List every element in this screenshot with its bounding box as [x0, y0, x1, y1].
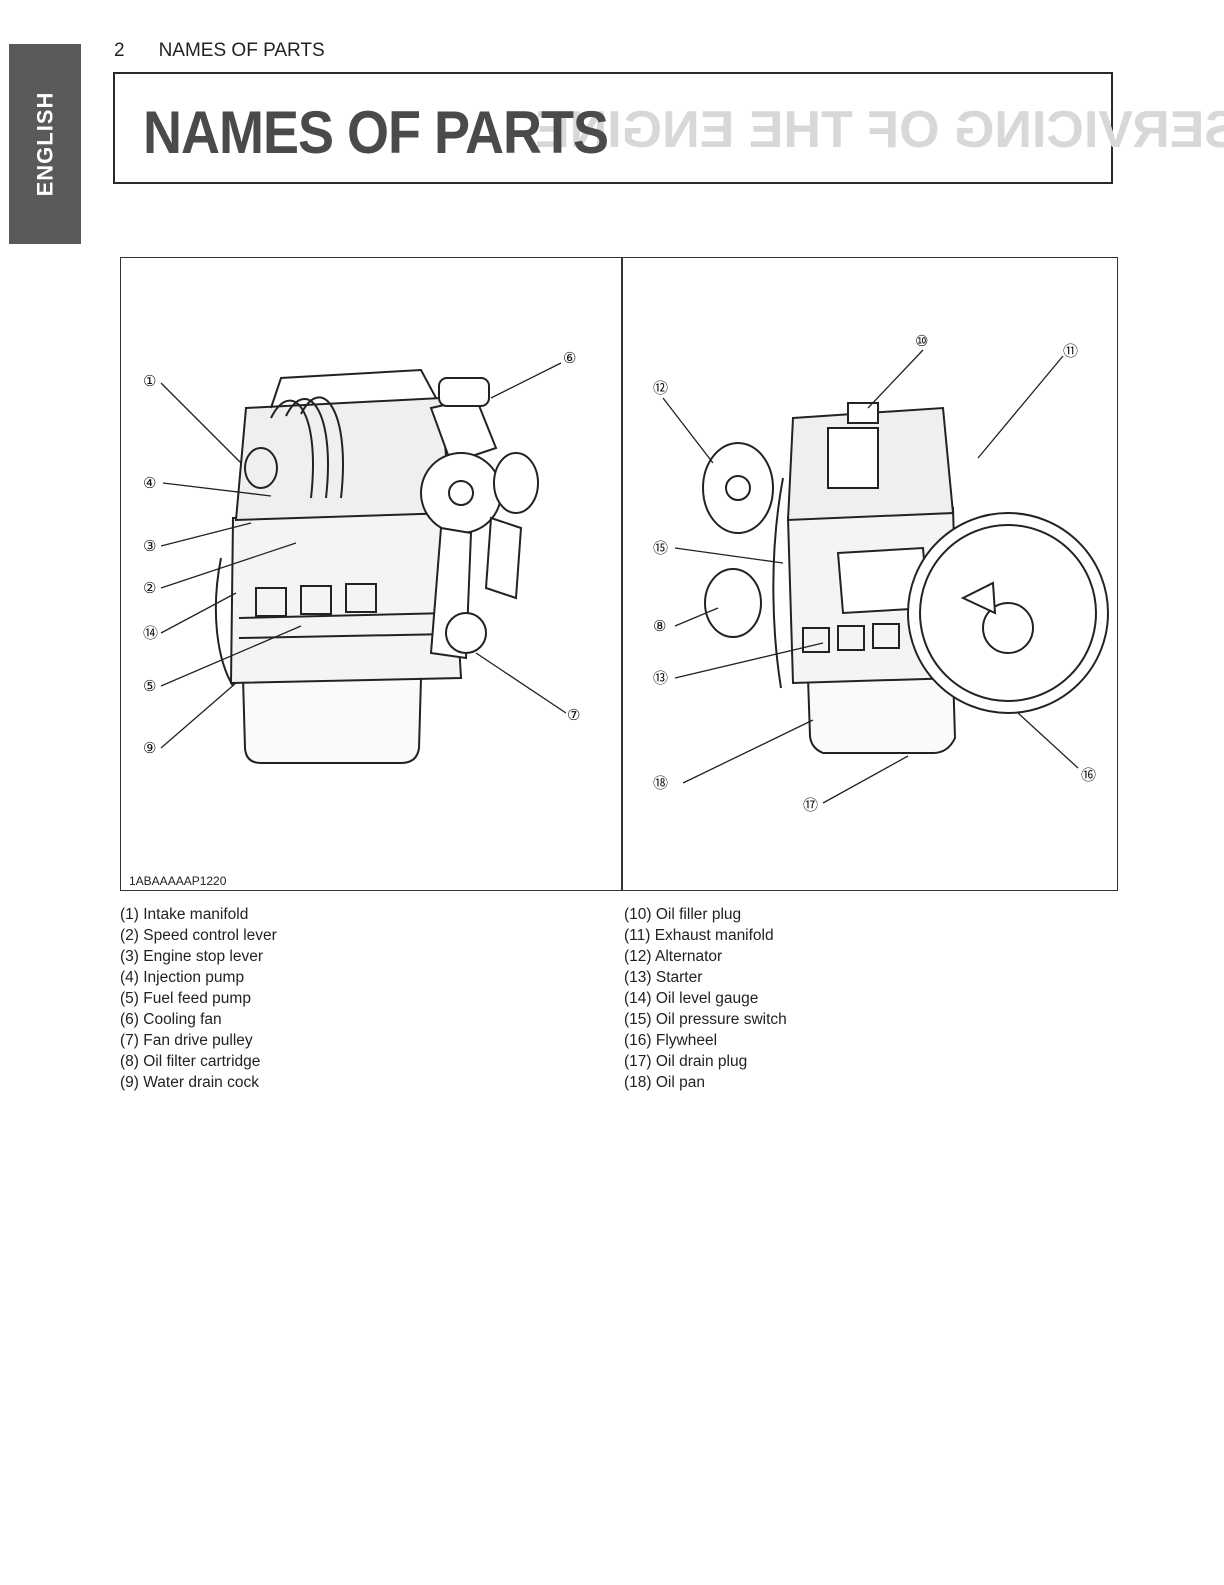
list-item: (3) Engine stop lever	[120, 948, 264, 965]
figure-divider	[621, 258, 623, 890]
list-item: (11) Exhaust manifold	[624, 927, 774, 944]
callout-18: ⑱	[653, 774, 668, 792]
callout-16: ⑯	[1081, 766, 1096, 784]
list-item: (10) Oil filler plug	[624, 906, 742, 923]
list-item: (1) Intake manifold	[120, 906, 249, 923]
callout-2: ②	[143, 579, 156, 597]
list-item: (13) Starter	[624, 969, 703, 986]
callout-1: ①	[143, 372, 156, 390]
callout-17: ⑰	[803, 796, 818, 814]
callout-14: ⑭	[143, 624, 158, 642]
parts-list-right: (10) Oil filler plug (11) Exhaust manifo…	[624, 904, 787, 1093]
callout-8: ⑧	[653, 617, 666, 635]
page-number: 2	[114, 40, 125, 61]
page-title: NAMES OF PARTS	[143, 99, 609, 167]
callout-7: ⑦	[567, 706, 580, 724]
callout-9: ⑨	[143, 739, 156, 757]
callout-10: ⑩	[915, 332, 928, 350]
callout-6: ⑥	[563, 349, 576, 367]
list-item: (16) Flywheel	[624, 1032, 718, 1049]
list-item: (18) Oil pan	[624, 1074, 705, 1091]
list-item: (17) Oil drain plug	[624, 1053, 748, 1070]
callout-15: ⑮	[653, 539, 668, 557]
callout-13: ⑬	[653, 669, 668, 687]
section-name: NAMES OF PARTS	[158, 40, 325, 61]
callout-3: ③	[143, 537, 156, 555]
bleed-through-title: SERVICING OF THE ENGINE	[535, 101, 1224, 159]
callout-11: ⑪	[1063, 342, 1078, 360]
list-item: (9) Water drain cock	[120, 1074, 259, 1091]
list-item: (12) Alternator	[624, 948, 723, 965]
running-head: 2 NAMES OF PARTS	[114, 40, 325, 62]
engine-left-view: ① ④ ③ ② ⑭ ⑤ ⑨ ⑥ ⑦	[143, 349, 580, 764]
list-item: (14) Oil level gauge	[624, 990, 759, 1007]
callout-5: ⑤	[143, 677, 156, 695]
list-item: (6) Cooling fan	[120, 1011, 222, 1028]
list-item: (2) Speed control lever	[120, 927, 277, 944]
parts-list-left: (1) Intake manifold (2) Speed control le…	[120, 904, 277, 1093]
figure-id: 1ABAAAAAP1220	[129, 874, 227, 888]
list-item: (8) Oil filter cartridge	[120, 1053, 261, 1070]
callout-4: ④	[143, 474, 156, 492]
language-tab: ENGLISH	[9, 44, 81, 244]
list-item: (5) Fuel feed pump	[120, 990, 251, 1007]
list-item: (15) Oil pressure switch	[624, 1011, 787, 1028]
callout-12: ⑫	[653, 379, 668, 397]
title-box: SERVICING OF THE ENGINE NAMES OF PARTS	[113, 72, 1224, 184]
language-tab-label: ENGLISH	[32, 91, 58, 197]
list-item: (4) Injection pump	[120, 969, 245, 986]
engine-right-view: ⑩ ⑪ ⑫ ⑮ ⑧ ⑬ ⑱ ⑰ ⑯	[653, 332, 1109, 814]
engine-figure: ① ④ ③ ② ⑭ ⑤ ⑨ ⑥ ⑦	[120, 257, 1118, 891]
list-item: (7) Fan drive pulley	[120, 1032, 253, 1049]
